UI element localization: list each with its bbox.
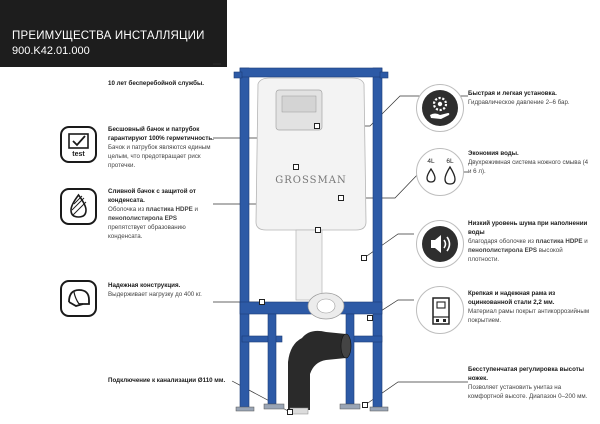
speaker-icon — [416, 220, 464, 268]
callout-marker — [259, 299, 265, 305]
feature-condensate: Сливной бачок с защитой от конденсата. О… — [108, 188, 216, 242]
feature-text: Гидравлическое давление 2–6 бар. — [468, 98, 570, 106]
feature-warranty: 10 лет бесперебойной службы. — [108, 80, 208, 89]
feature-text: Оболочка из пластика HDPE и пенополистир… — [108, 206, 216, 242]
feature-title: 10 лет бесперебойной службы. — [108, 80, 204, 87]
helmet-icon — [60, 280, 97, 317]
feature-frame: Крепкая и надежная рама из оцинкованной … — [468, 290, 593, 326]
feature-title: Быстрая и легкая установка. — [468, 90, 557, 97]
drop-icon — [60, 188, 97, 225]
frame-icon — [416, 286, 464, 334]
feature-text: Выдерживает нагрузку до 400 кг. — [108, 290, 202, 298]
test-icon: test — [60, 126, 97, 163]
callout-marker — [287, 409, 293, 415]
feature-text: Двухрежимная система ножного смыва (4 и … — [468, 158, 589, 175]
feature-title: Низкий уровень шума при наполнении воды — [468, 220, 588, 236]
text-part: Оболочка из — [108, 205, 145, 213]
callout-marker — [361, 255, 367, 261]
feature-tightness: Бесшовный бачок и патрубок гарантируют 1… — [108, 126, 216, 171]
callout-marker — [367, 315, 373, 321]
header-banner: ПРЕИМУЩЕСТВА ИНСТАЛЛЯЦИИ 900.K42.01.000 — [0, 0, 227, 67]
callout-marker — [314, 123, 320, 129]
text-bold: пластика HDPE — [535, 237, 583, 245]
text-part: препятствует образованию конденсата. — [108, 223, 186, 240]
feature-title: Подключение к канализации Ø110 мм. — [108, 377, 226, 384]
feature-title: Бесшовный бачок и патрубок гарантируют 1… — [108, 126, 214, 142]
feature-install: Быстрая и легкая установка. Гидравлическ… — [468, 90, 593, 108]
model-number: 900.K42.01.000 — [12, 45, 90, 57]
gear-hand-icon — [416, 84, 464, 132]
text-part: и — [584, 237, 588, 245]
text-bold: пенополистирола EPS — [108, 214, 177, 222]
feature-sewer: Подключение к канализации Ø110 мм. — [108, 377, 233, 386]
feature-title: Надежная конструкция. — [108, 282, 181, 289]
feature-title: Экономия воды. — [468, 150, 519, 157]
label-4l: 4L — [427, 158, 435, 165]
page-title: ПРЕИМУЩЕСТВА ИНСТАЛЛЯЦИИ — [12, 30, 205, 42]
feature-text: Позволяет установить унитаз на комфортно… — [468, 383, 588, 400]
text-bold: пластика HDPE — [145, 205, 193, 213]
feature-text: Бачок и патрубок являются единым целым, … — [108, 143, 211, 169]
water-drops-icon: 4L 6L — [416, 148, 464, 196]
callout-marker — [315, 227, 321, 233]
feature-text: благодаря оболочке из пластика HDPE и пе… — [468, 238, 593, 265]
text-part: благодаря оболочке из — [468, 237, 534, 245]
callout-marker — [362, 402, 368, 408]
text-part: высокой плотности. — [468, 246, 563, 263]
installation-illustration: GROSSMAN — [233, 67, 389, 415]
feature-reliable: Надежная конструкция. Выдерживает нагруз… — [108, 282, 218, 300]
feature-water: Экономия воды. Двухрежимная система ножн… — [468, 150, 593, 177]
brand-logo: GROSSMAN — [275, 175, 346, 186]
text-bold: пенополистирола EPS — [468, 246, 537, 254]
feature-title: Сливной бачок с защитой от конденсата. — [108, 188, 196, 204]
text-part: и — [194, 205, 198, 213]
feature-noise: Низкий уровень шума при наполнении воды … — [468, 220, 593, 265]
feature-text: Материал рамы покрыт антикоррозийным пок… — [468, 307, 590, 324]
callout-marker — [338, 195, 344, 201]
feature-title: Крепкая и надежная рама из оцинкованной … — [468, 290, 556, 306]
feature-title: Бесступенчатая регулировка высоты ножек. — [468, 366, 585, 382]
feature-height: Бесступенчатая регулировка высоты ножек.… — [468, 366, 593, 402]
callout-marker — [293, 164, 299, 170]
label-6l: 6L — [446, 158, 454, 165]
test-icon-label: test — [72, 151, 85, 158]
